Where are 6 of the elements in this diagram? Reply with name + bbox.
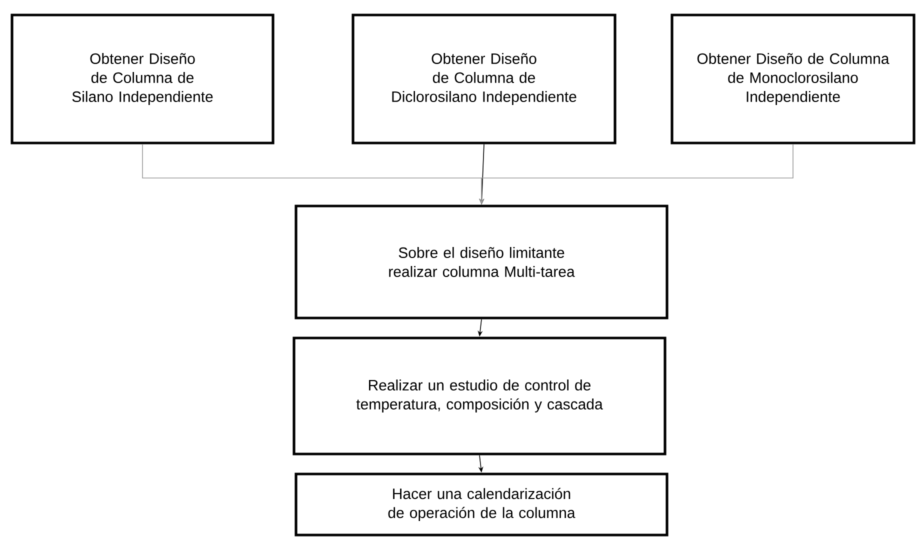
process-box: Obtener Diseño de Columna de Monoclorosilano Independiente: [670, 14, 916, 144]
process-box: Sobre el diseño limitante realizar columna Multi-tarea: [294, 204, 668, 320]
process-box: Obtener Diseño de Columna de Silano Independiente: [10, 14, 274, 144]
process-box: Hacer una calendarización de operación de la columna: [294, 472, 668, 536]
process-box: Obtener Diseño de Columna de Diclorosilano Independiente: [352, 14, 616, 144]
process-box: Realizar un estudio de control de temperatura, composición y cascada: [292, 336, 666, 456]
